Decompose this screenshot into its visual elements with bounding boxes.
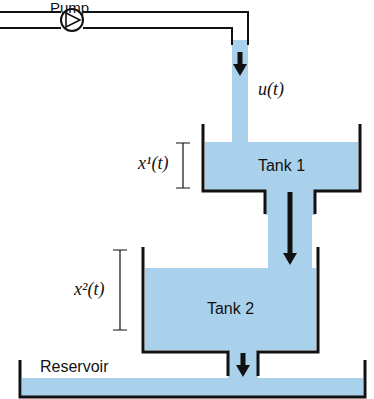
signal-label: u(t) <box>258 80 284 100</box>
pipe <box>0 28 232 45</box>
flow-line <box>241 353 246 367</box>
level-bracket <box>113 250 127 330</box>
node-label: Tank 1 <box>258 157 305 175</box>
tank-box: Tank 2 <box>145 268 316 350</box>
flow-line <box>288 192 293 255</box>
level-label: x¹(t) <box>138 154 168 174</box>
tank-wall <box>315 124 360 214</box>
component-label: Pump <box>50 0 89 17</box>
level-label: x²(t) <box>74 280 104 300</box>
tank-box: Tank 1 <box>205 142 358 189</box>
tank-wall <box>258 247 318 376</box>
tank1-water <box>205 142 358 215</box>
reservoir-box: Reservoir <box>22 380 363 396</box>
reservoir-water <box>22 378 363 396</box>
arrow-head <box>283 253 297 265</box>
level-bracket <box>176 143 190 188</box>
arrow-head <box>236 365 250 377</box>
flow-arrow <box>283 192 297 265</box>
node-label: Tank 2 <box>207 300 254 318</box>
inflow-stream <box>232 40 248 144</box>
pipe <box>0 12 248 45</box>
tank-wall <box>203 124 265 214</box>
flow-arrow <box>236 353 250 377</box>
node-label: Reservoir <box>40 358 108 376</box>
tank2-water <box>145 268 316 380</box>
flow-arrow <box>233 52 247 76</box>
